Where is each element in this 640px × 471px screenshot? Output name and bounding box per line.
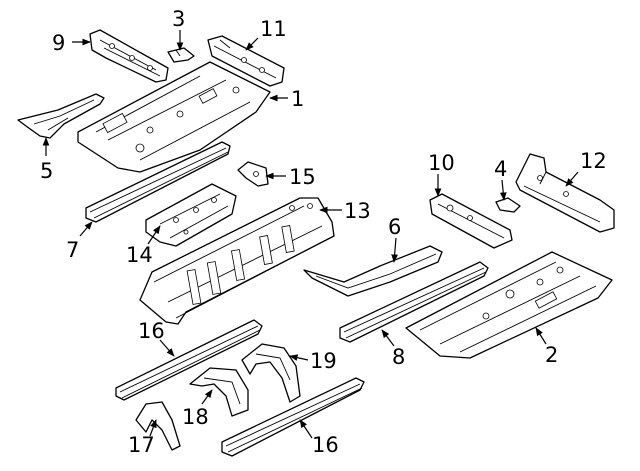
callout-labels: 1 2 3 4 5 6 7 8 9 10 11 12 13 14 15 16 1… xyxy=(40,7,607,457)
callout-5: 5 xyxy=(40,159,53,183)
leader-16b xyxy=(299,419,313,439)
part-10-bracket xyxy=(429,193,513,249)
part-9-bracket xyxy=(89,29,169,83)
part-13-tunnel xyxy=(139,197,335,325)
part-17-bracket xyxy=(135,401,181,451)
part-6-rail xyxy=(303,245,443,297)
part-15-clip xyxy=(237,161,269,187)
callout-16-lower: 16 xyxy=(312,433,339,457)
part-16-sill-upper xyxy=(115,319,263,401)
callout-17: 17 xyxy=(128,433,155,457)
leader-14 xyxy=(147,225,161,245)
callout-1: 1 xyxy=(291,87,304,111)
callout-16-upper: 16 xyxy=(138,319,165,343)
part-11-rail xyxy=(207,35,285,87)
callout-14: 14 xyxy=(126,243,153,267)
callout-8: 8 xyxy=(392,345,405,369)
part-8-sill xyxy=(339,261,489,343)
leader-lines xyxy=(42,30,579,439)
part-7-sill xyxy=(85,141,231,223)
callout-9: 9 xyxy=(52,31,65,55)
callout-10: 10 xyxy=(428,151,455,175)
leader-16a xyxy=(159,339,175,357)
leader-17 xyxy=(149,419,157,437)
leader-6 xyxy=(391,237,398,263)
leader-11 xyxy=(245,37,259,51)
callout-4: 4 xyxy=(494,157,507,181)
callout-12: 12 xyxy=(580,149,607,173)
callout-19: 19 xyxy=(310,349,337,373)
callout-3: 3 xyxy=(172,7,185,31)
part-18-wheelhouse xyxy=(189,367,249,417)
part-16-sill-lower xyxy=(221,377,365,457)
callout-6: 6 xyxy=(388,215,401,239)
callout-11: 11 xyxy=(260,17,287,41)
part-1-floor-pan xyxy=(77,61,271,173)
callout-13: 13 xyxy=(344,199,371,223)
callout-2: 2 xyxy=(545,343,558,367)
leader-19 xyxy=(289,354,309,361)
leader-7 xyxy=(79,221,93,237)
callout-15: 15 xyxy=(289,165,316,189)
callout-18: 18 xyxy=(182,405,209,429)
part-2-floor-pan xyxy=(405,251,613,359)
part-3-bracket xyxy=(167,47,195,63)
leader-4 xyxy=(499,179,507,201)
callout-7: 7 xyxy=(66,238,79,262)
leader-18 xyxy=(201,389,213,405)
part-4-bracket xyxy=(495,197,521,213)
part-19-wheelhouse xyxy=(241,343,301,403)
leader-8 xyxy=(381,329,395,347)
part-5-rail xyxy=(17,93,105,139)
leader-12 xyxy=(565,171,579,187)
part-12-rail xyxy=(515,153,615,233)
leader-2 xyxy=(535,327,547,345)
part-14-reinforcement xyxy=(145,183,237,247)
